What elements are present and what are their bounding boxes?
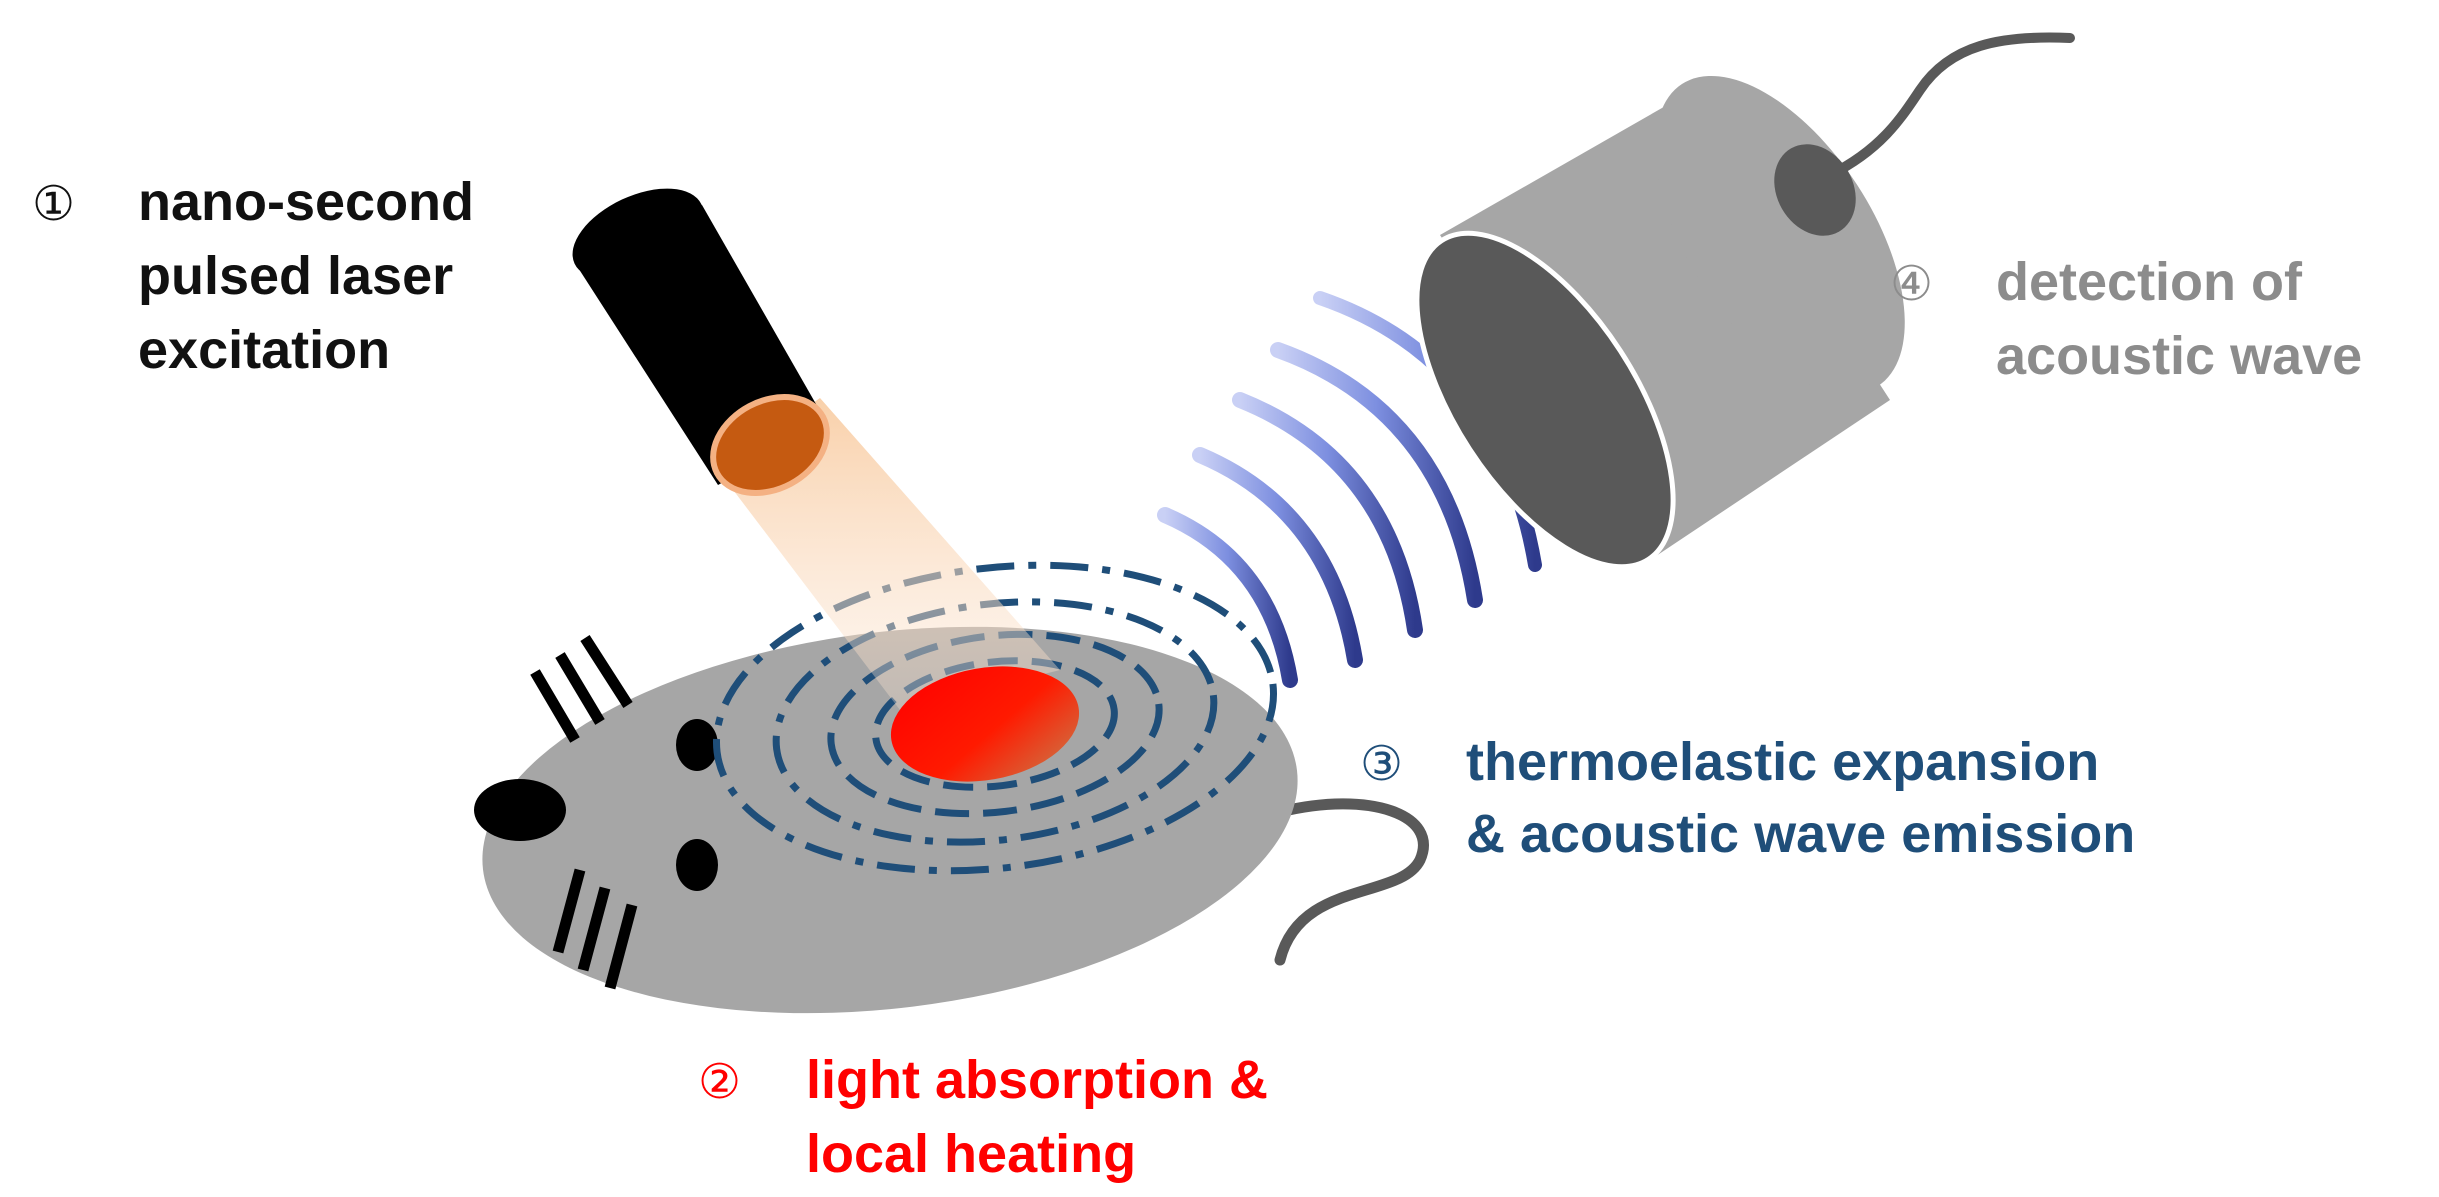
step-2-label: light absorption & local heating [806, 1050, 1283, 1184]
step-2-number: ② [698, 1054, 741, 1110]
mouse-nose [474, 779, 566, 841]
laser-aperture [710, 394, 830, 496]
step-2-line-1: light absorption & [806, 1050, 1268, 1110]
step-3-line-1: thermoelastic expansion [1466, 732, 2099, 792]
mouse-whiskers-bottom [552, 868, 638, 990]
absorber-spot [890, 666, 1080, 782]
cable-connector [1774, 144, 1856, 236]
step-1-line-3: excitation [138, 320, 390, 380]
step-4-line-1: detection of [1996, 252, 2303, 312]
mouse-whiskers-top [530, 635, 633, 743]
step-1-line-2: pulsed laser [138, 246, 453, 306]
transducer [1414, 75, 1905, 570]
mouse-eye-top [676, 719, 718, 771]
step-4-label: detection of acoustic wave [1996, 252, 2362, 386]
transducer-cable [1825, 32, 2075, 180]
step-4-line-2: acoustic wave [1996, 326, 2362, 386]
step-2-line-2: local heating [806, 1124, 1136, 1184]
laser-source [572, 188, 830, 496]
step-1-line-1: nano-second [138, 172, 474, 232]
mouse-tail [1274, 798, 1429, 966]
step-3-number: ③ [1360, 736, 1403, 792]
mouse-eye-bottom [676, 839, 718, 891]
transducer-face [1414, 230, 1676, 570]
step-1-label: nano-second pulsed laser excitation [138, 172, 489, 380]
step-3-label: thermoelastic expansion & acoustic wave … [1466, 732, 2135, 864]
step-3-line-2: & acoustic wave emission [1466, 804, 2135, 864]
step-4-number: ④ [1890, 256, 1933, 312]
step-1-number: ① [32, 176, 75, 232]
